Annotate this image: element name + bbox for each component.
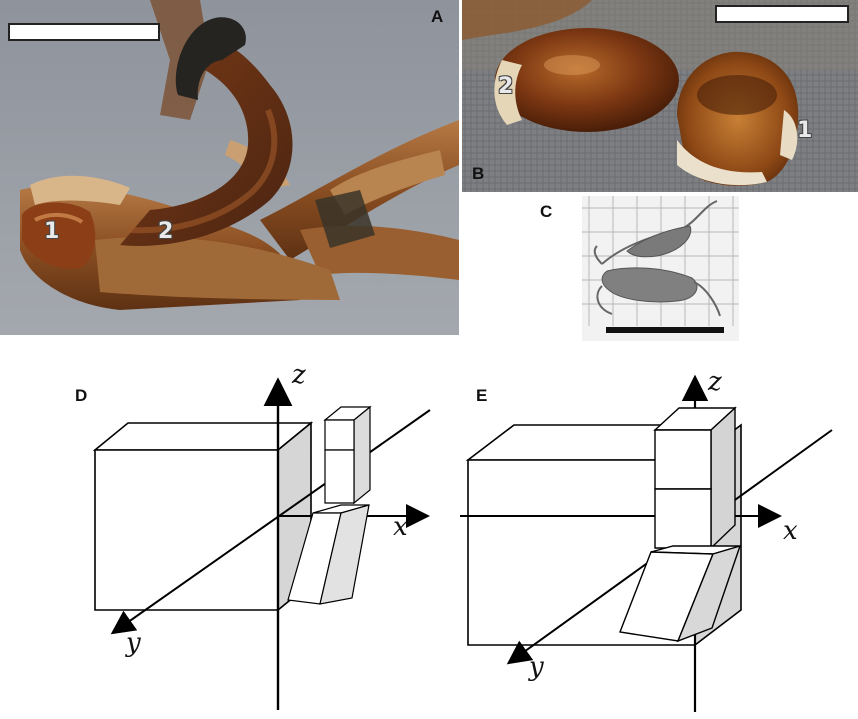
panel-a-letter: A	[431, 7, 444, 26]
panel-b-image	[462, 0, 858, 192]
panel-b-marker-2: 2	[498, 74, 514, 99]
diagram-d-z-label: z	[292, 360, 306, 390]
panel-b-photo: B 2 1	[462, 0, 858, 192]
diagram-e	[460, 374, 833, 712]
diagram-d-y-label: y	[126, 628, 141, 658]
panel-e-letter: E	[476, 386, 488, 405]
panel-b-letter: B	[472, 164, 485, 183]
diagram-d-block-upper-side	[353, 405, 371, 505]
diagram-d-box-front	[94, 449, 279, 611]
panel-a-marker-1: 1	[44, 219, 60, 244]
diagram-d-block-lower-side	[319, 504, 370, 605]
diagram-e-block-upper-side	[710, 406, 736, 550]
panel-c-drawing	[582, 196, 739, 341]
panel-c-letter: C	[540, 202, 553, 221]
diagram-d-block-upper-front-2	[324, 449, 355, 504]
diagram-e-block-upper-front-2	[654, 488, 712, 549]
diagram-e-y-label: y	[529, 652, 544, 682]
diagram-d-y-axis	[110, 409, 431, 635]
panel-b-marker-1: 1	[797, 118, 813, 143]
panel-d-letter: D	[75, 386, 88, 405]
diagram-d-x-label: x	[393, 512, 408, 542]
diagram-e-z-label: z	[708, 367, 722, 397]
diagram-d-block-upper-front-1	[324, 419, 355, 451]
diagram-e-x-label: x	[783, 516, 798, 546]
panel-a-photo: A 1 2	[0, 0, 459, 335]
panel-a-image	[0, 0, 459, 335]
panel-a-marker-2: 2	[158, 219, 174, 244]
diagram-d	[92, 377, 431, 710]
diagram-e-block-lower-side	[676, 544, 742, 643]
panel-c-image	[582, 196, 739, 341]
diagram-e-block-upper-front-1	[654, 429, 712, 490]
